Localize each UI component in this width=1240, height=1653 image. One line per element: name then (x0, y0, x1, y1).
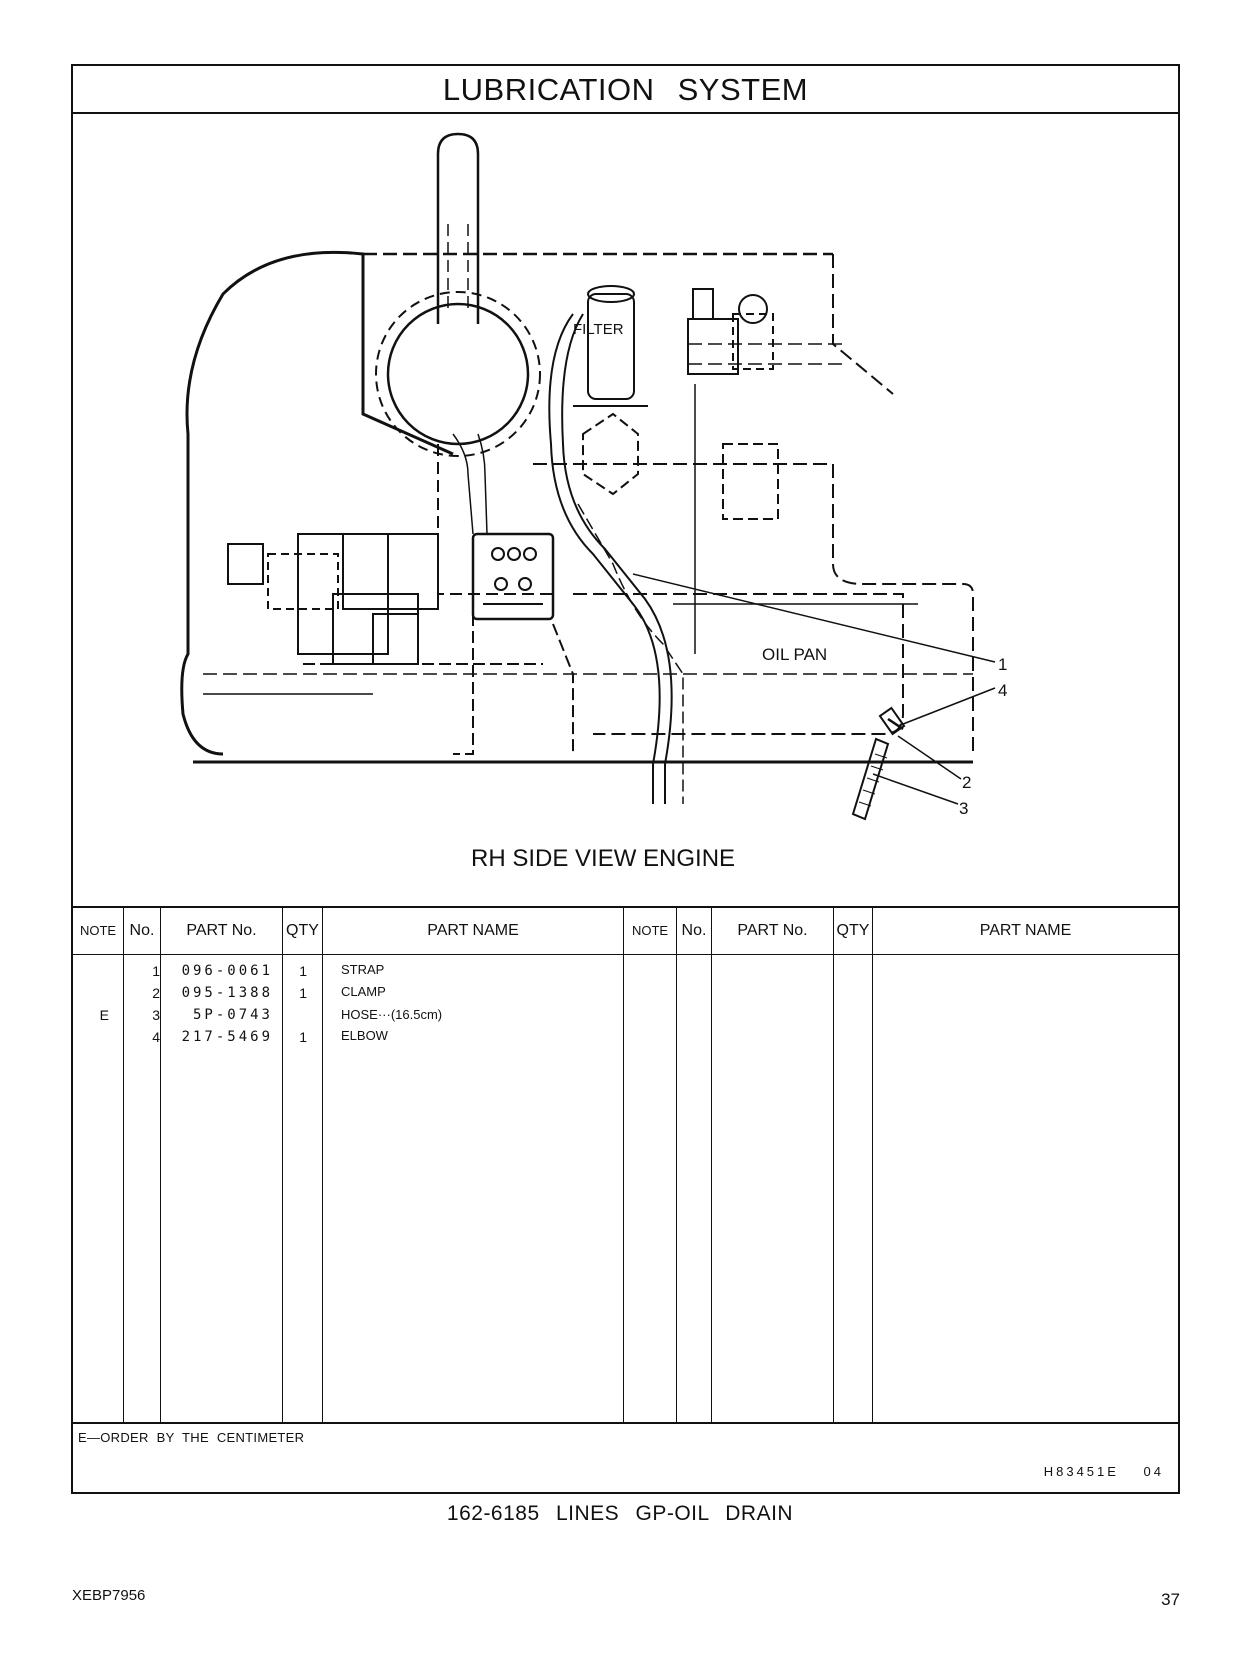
header-qty: QTY (286, 922, 319, 939)
row-part-name: CLAMP (341, 984, 386, 999)
callout-3: 3 (959, 799, 969, 818)
engine-line-drawing (180, 132, 996, 821)
row-qty (287, 1004, 307, 1026)
row-part-no: 5P-0743 (192, 1007, 273, 1023)
row-part-name: ELBOW (341, 1028, 388, 1043)
header-qty-2: QTY (836, 922, 870, 939)
reference-code: H83451E 04 (1043, 1464, 1164, 1479)
header-no: No. (129, 922, 155, 939)
row-qty: 1 (299, 1029, 307, 1045)
row-no: 4 (152, 1029, 160, 1045)
header-part-name: PART NAME (427, 922, 519, 939)
row-note (73, 1026, 123, 1048)
header-note: NOTE (79, 923, 117, 938)
page-title: LUBRICATION SYSTEM (73, 66, 1178, 114)
header-part-name-2: PART NAME (979, 922, 1072, 939)
header-part-no-2: PART No. (737, 922, 808, 939)
row-note (73, 960, 123, 982)
callout-2: 2 (962, 773, 972, 792)
row-qty: 1 (299, 963, 307, 979)
parts-table: NOTE No. PART No. QTY PART NAME NOTE No.… (73, 906, 1178, 1422)
page-number: 37 (1161, 1590, 1180, 1609)
callout-4: 4 (998, 681, 1008, 700)
row-part-no: 096-0061 (181, 963, 273, 979)
engine-diagram: FILTER OIL PAN 1 4 2 3 RH SIDE VIEW ENGI… (73, 114, 1178, 906)
parts-page-frame: LUBRICATION SYSTEM (71, 64, 1180, 1494)
row-no: 3 (152, 1007, 160, 1023)
oil-pan-label: OIL PAN (762, 645, 828, 664)
row-note: E (99, 1007, 109, 1023)
header-part-no: PART No. (186, 922, 257, 939)
row-no: 1 (152, 963, 160, 979)
footnote-box: E—ORDER BY THE CENTIMETER H83451E 04 (73, 1422, 1178, 1494)
footnote-text: E—ORDER BY THE CENTIMETER (78, 1430, 305, 1445)
row-part-name: STRAP (341, 962, 385, 977)
row-part-no: 095-1388 (181, 985, 273, 1001)
row-part-name: HOSE···(16.5cm) (341, 1007, 443, 1022)
row-part-no: 217-5469 (181, 1029, 273, 1045)
row-note (73, 982, 123, 1004)
callout-1: 1 (998, 655, 1008, 674)
view-title: RH SIDE VIEW ENGINE (471, 845, 736, 872)
header-no-2: No. (681, 922, 707, 939)
filter-label: FILTER (573, 321, 624, 338)
header-note-2: NOTE (631, 923, 669, 938)
document-id: XEBP7956 (72, 1587, 146, 1604)
row-qty: 1 (299, 985, 307, 1001)
group-caption: 162-6185 LINES GP-OIL DRAIN (446, 1502, 794, 1525)
row-no: 2 (152, 985, 160, 1001)
